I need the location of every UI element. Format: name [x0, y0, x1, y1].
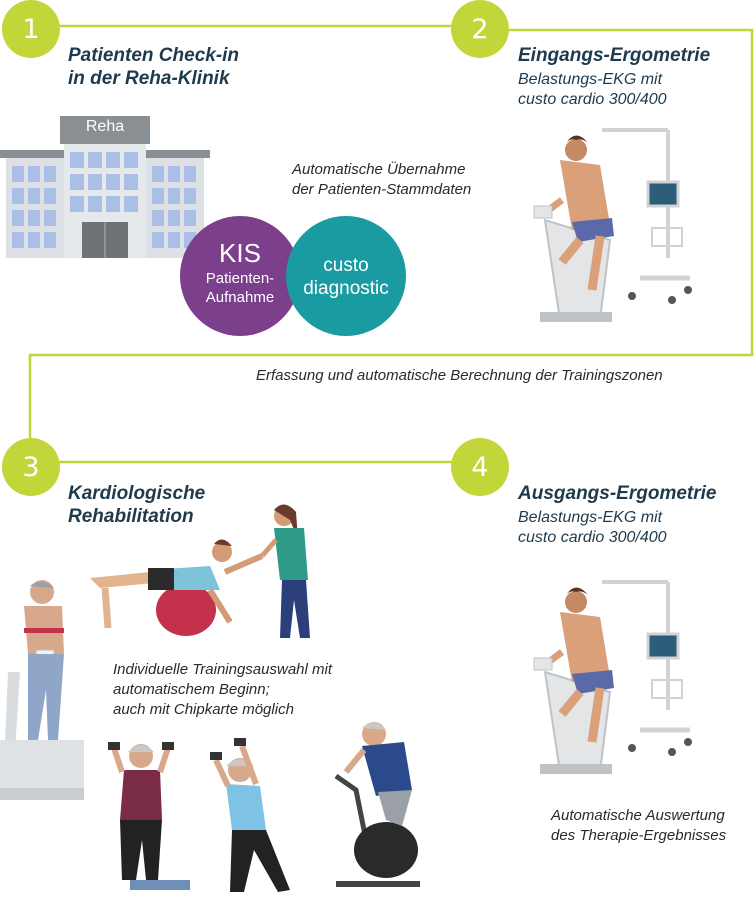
step-2-badge: 2 [451, 0, 509, 58]
step-2-sub-line1: Belastungs-EKG mit [518, 71, 663, 88]
step-3-badge: 3 [2, 438, 60, 496]
step-3-title: Kardiologische Rehabilitation [68, 482, 205, 528]
note-stammdaten-line2: der Patienten-Stammdaten [292, 181, 472, 198]
kis-bubble: KIS Patienten- Aufnahme [180, 216, 300, 336]
note-auswertung-line1: Automatische Auswertung [551, 807, 725, 824]
note-stammdaten-line1: Automatische Übernahme [292, 161, 466, 178]
step-2-title: Eingangs-Ergometrie [518, 45, 711, 66]
note-trainingsauswahl: Individuelle Trainingsauswahl mit automa… [113, 660, 332, 720]
step-1-badge: 1 [2, 0, 60, 58]
custo-line1: custo [323, 255, 369, 276]
step-1-title: Patienten Check-in in der Reha-Klinik [68, 44, 239, 90]
step-4-sub-line1: Belastungs-EKG mit [518, 509, 663, 526]
note-training-line1: Individuelle Trainingsauswahl mit [113, 661, 332, 678]
step-4-badge: 4 [451, 438, 509, 496]
note-auswertung-line2: des Therapie-Ergebnisses [551, 827, 727, 844]
step-2-sub-line2: custo cardio 300/400 [518, 91, 667, 108]
note-auswertung: Automatische Auswertung des Therapie-Erg… [551, 806, 726, 846]
step-3-title-line2: Rehabilitation [68, 506, 194, 527]
note-stammdaten: Automatische Übernahme der Patienten-Sta… [292, 160, 471, 200]
note-trainingszonen: Erfassung und automatische Berechnung de… [256, 367, 663, 384]
step-4-title: Ausgangs-Ergometrie [518, 483, 717, 504]
step-4-subtitle: Belastungs-EKG mit custo cardio 300/400 [518, 508, 667, 548]
step-1-title-line1: Patienten Check-in [68, 45, 240, 66]
kis-title: KIS [219, 238, 261, 268]
kis-line2: Aufnahme [205, 289, 275, 306]
step-1-title-line2: in der Reha-Klinik [68, 68, 230, 89]
custo-diagnostic-bubble: custo diagnostic [286, 216, 406, 336]
note-training-line2: automatischem Beginn; [113, 681, 270, 698]
kis-line1: Patienten- [205, 270, 275, 287]
step-2-subtitle: Belastungs-EKG mit custo cardio 300/400 [518, 70, 667, 110]
custo-line2: diagnostic [303, 278, 389, 299]
building-sign: Reha [85, 118, 125, 135]
step-3-title-line1: Kardiologische [68, 483, 206, 504]
step-4-sub-line2: custo cardio 300/400 [518, 529, 667, 546]
note-training-line3: auch mit Chipkarte möglich [113, 701, 294, 718]
